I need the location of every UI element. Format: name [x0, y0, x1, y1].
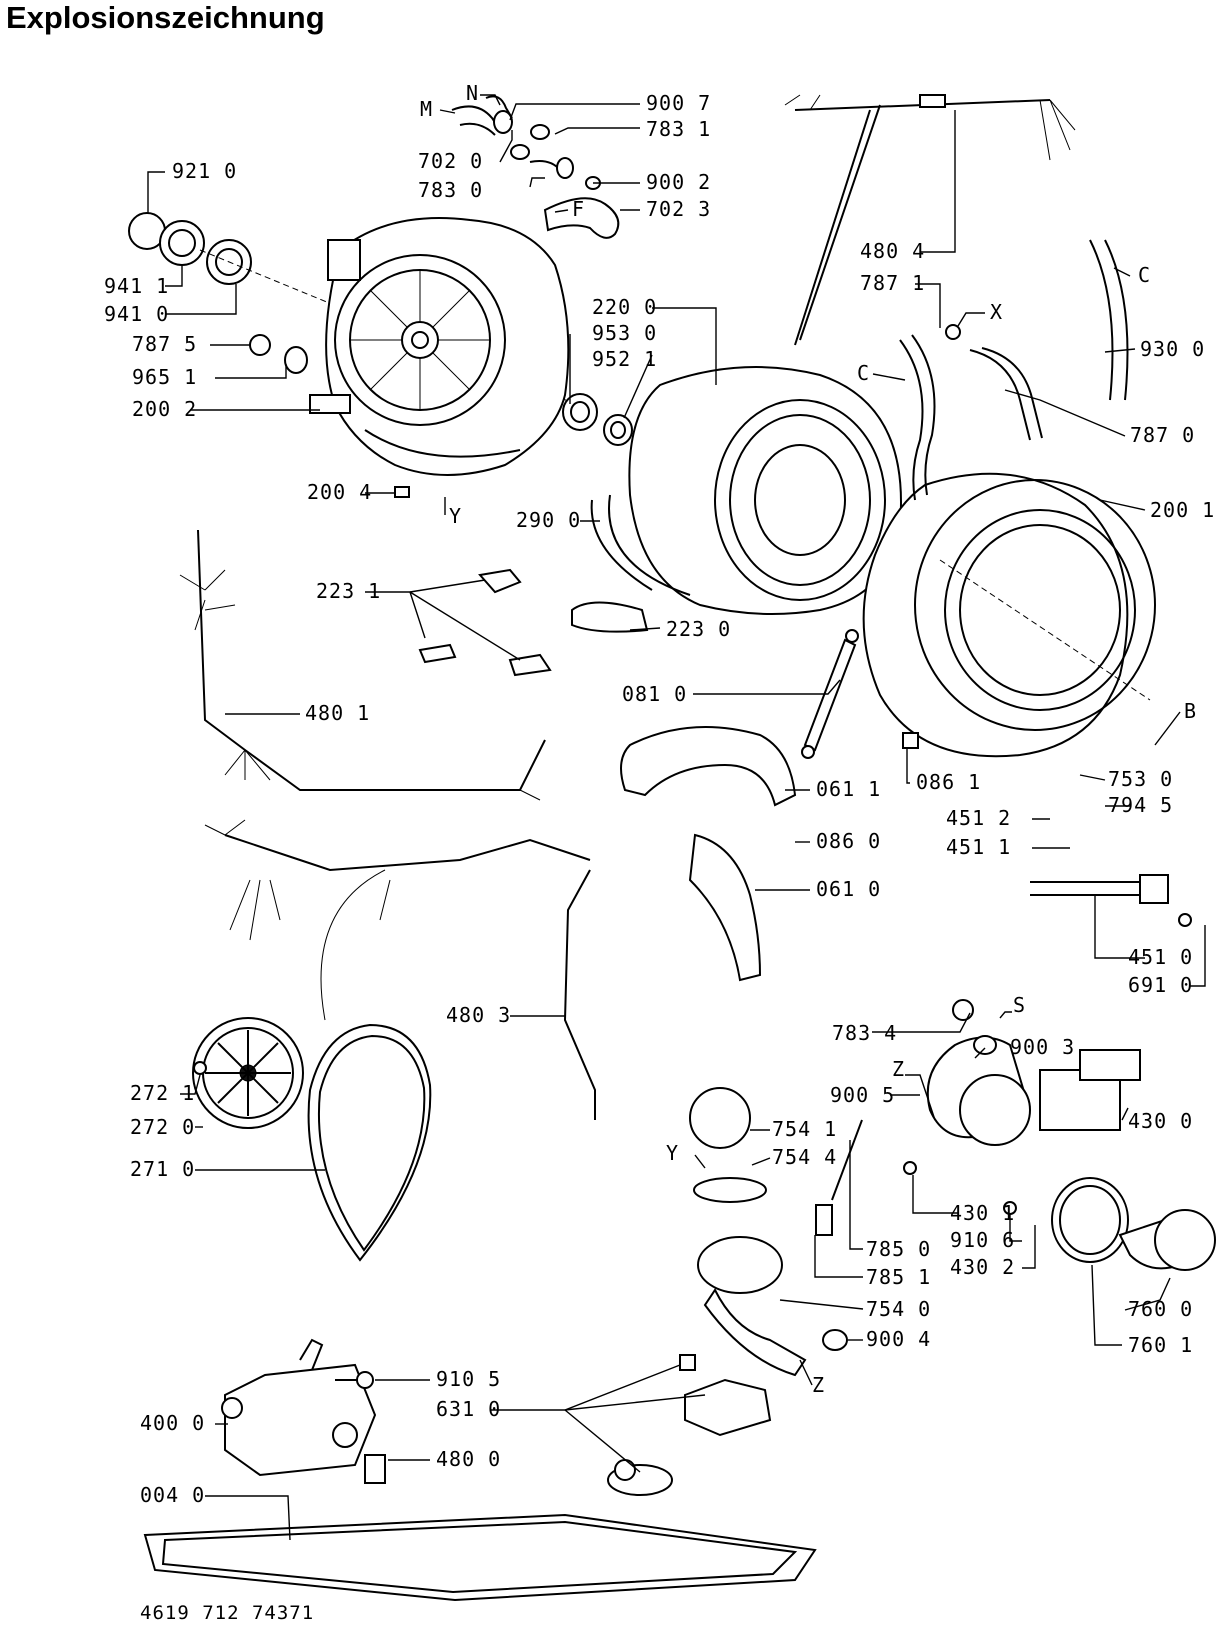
- callout-B: B: [1184, 699, 1197, 723]
- callout-7850: 785 0: [866, 1237, 931, 1261]
- callout-6910: 691 0: [1128, 973, 1193, 997]
- callout-Z2: Z: [812, 1373, 825, 1397]
- callout-2720: 272 0: [130, 1115, 195, 1139]
- callout-9300: 930 0: [1140, 337, 1205, 361]
- callout-7871: 787 1: [860, 271, 925, 295]
- callout-7530: 753 0: [1108, 767, 1173, 791]
- base-plate-drawing: [143, 1513, 817, 1602]
- callout-9530: 953 0: [592, 321, 657, 345]
- callout-Y2: Y: [666, 1141, 679, 1165]
- callout-9210: 921 0: [172, 159, 237, 183]
- callout-2230: 223 0: [666, 617, 731, 641]
- pressure-switch-drawing: [607, 1354, 772, 1496]
- callout-4510: 451 0: [1128, 945, 1193, 969]
- drum-drawing: [590, 366, 902, 615]
- callout-7541: 754 1: [772, 1117, 837, 1141]
- motor-drawing: [221, 1338, 386, 1484]
- callout-M: M: [420, 97, 433, 121]
- callout-4801: 480 1: [305, 701, 370, 725]
- callout-9105: 910 5: [436, 1367, 501, 1391]
- callout-Z1: Z: [892, 1057, 905, 1081]
- callout-9651: 965 1: [132, 365, 197, 389]
- callout-7851: 785 1: [866, 1265, 931, 1289]
- callout-S: S: [1013, 993, 1026, 1017]
- callout-C1: C: [1138, 263, 1151, 287]
- inlet-hoses-drawing: [451, 95, 620, 239]
- counterweights-drawing: [620, 726, 797, 982]
- callout-2002: 200 2: [132, 397, 197, 421]
- callout-7831: 783 1: [646, 117, 711, 141]
- callout-0861: 086 1: [916, 770, 981, 794]
- callout-4804: 480 4: [860, 239, 925, 263]
- callout-2721: 272 1: [130, 1081, 195, 1105]
- pump-drawing: [926, 999, 1141, 1146]
- callout-9521: 952 1: [592, 347, 657, 371]
- callout-4302: 430 2: [950, 1255, 1015, 1279]
- door-seal-drawing: [903, 1161, 1216, 1271]
- callout-2231: 223 1: [316, 579, 381, 603]
- seals-drawing: [562, 393, 633, 446]
- callout-4803: 480 3: [446, 1003, 511, 1027]
- callout-7544: 754 4: [772, 1145, 837, 1169]
- callout-7875: 787 5: [132, 332, 197, 356]
- callout-2710: 271 0: [130, 1157, 195, 1181]
- callout-9005: 900 5: [830, 1083, 895, 1107]
- callout-2004: 200 4: [307, 480, 372, 504]
- callout-6310: 631 0: [436, 1397, 501, 1421]
- callout-2900: 290 0: [516, 508, 581, 532]
- callout-7020: 702 0: [418, 149, 483, 173]
- belt-drawing: [307, 1023, 432, 1262]
- hoses-right-drawing: [899, 239, 1129, 501]
- callout-2001: 200 1: [1150, 498, 1215, 522]
- callout-0040: 004 0: [140, 1483, 205, 1507]
- callout-X: X: [990, 300, 1003, 324]
- callout-4512: 451 2: [946, 806, 1011, 830]
- harness-4801-drawing: [179, 529, 546, 801]
- leader-lines: [147, 94, 1206, 1541]
- rear-tub-drawing: [309, 217, 570, 498]
- callout-9007: 900 7: [646, 91, 711, 115]
- harness-4803-drawing: [204, 819, 596, 1120]
- pulley-drawing: [192, 1017, 304, 1129]
- callout-Y1: Y: [449, 504, 462, 528]
- callout-7023: 702 3: [646, 197, 711, 221]
- heater-drawing: [1030, 874, 1192, 927]
- callout-7540: 754 0: [866, 1297, 931, 1321]
- callout-4000: 400 0: [140, 1411, 205, 1435]
- callout-9411: 941 1: [104, 274, 169, 298]
- callout-F: F: [572, 197, 585, 221]
- front-tub-drawing: [862, 472, 1156, 758]
- harness-4804-drawing: [784, 94, 1076, 346]
- callout-7870: 787 0: [1130, 423, 1195, 447]
- callout-C2: C: [857, 361, 870, 385]
- callout-4800: 480 0: [436, 1447, 501, 1471]
- callout-0610: 061 0: [816, 877, 881, 901]
- callout-7600: 760 0: [1128, 1297, 1193, 1321]
- page-title: Explosionszeichnung: [6, 0, 325, 35]
- callout-labels: N M 900 7 783 1 702 0 900 2 783 0 F 702 …: [104, 81, 1215, 1507]
- filter-drawing: [689, 1087, 863, 1377]
- callout-4300: 430 0: [1128, 1109, 1193, 1133]
- callout-7830: 783 0: [418, 178, 483, 202]
- callout-N: N: [466, 81, 479, 105]
- supports-drawing: [418, 568, 649, 677]
- bearings-drawing: [128, 212, 591, 411]
- callout-9002: 900 2: [646, 170, 711, 194]
- callout-7601: 760 1: [1128, 1333, 1193, 1357]
- callout-7945: 794 5: [1108, 793, 1173, 817]
- callout-0810: 081 0: [622, 682, 687, 706]
- callout-9004: 900 4: [866, 1327, 931, 1351]
- callout-9106: 910 6: [950, 1228, 1015, 1252]
- callout-0860: 086 0: [816, 829, 881, 853]
- callout-4511: 451 1: [946, 835, 1011, 859]
- damper-drawing: [801, 629, 859, 759]
- callout-9410: 941 0: [104, 302, 169, 326]
- callout-2200: 220 0: [592, 295, 657, 319]
- document-number: 4619 712 74371: [140, 1602, 315, 1624]
- callout-4301: 430 1: [950, 1201, 1015, 1225]
- callout-9003: 900 3: [1010, 1035, 1075, 1059]
- callout-7834: 783 4: [832, 1021, 897, 1045]
- callout-0611: 061 1: [816, 777, 881, 801]
